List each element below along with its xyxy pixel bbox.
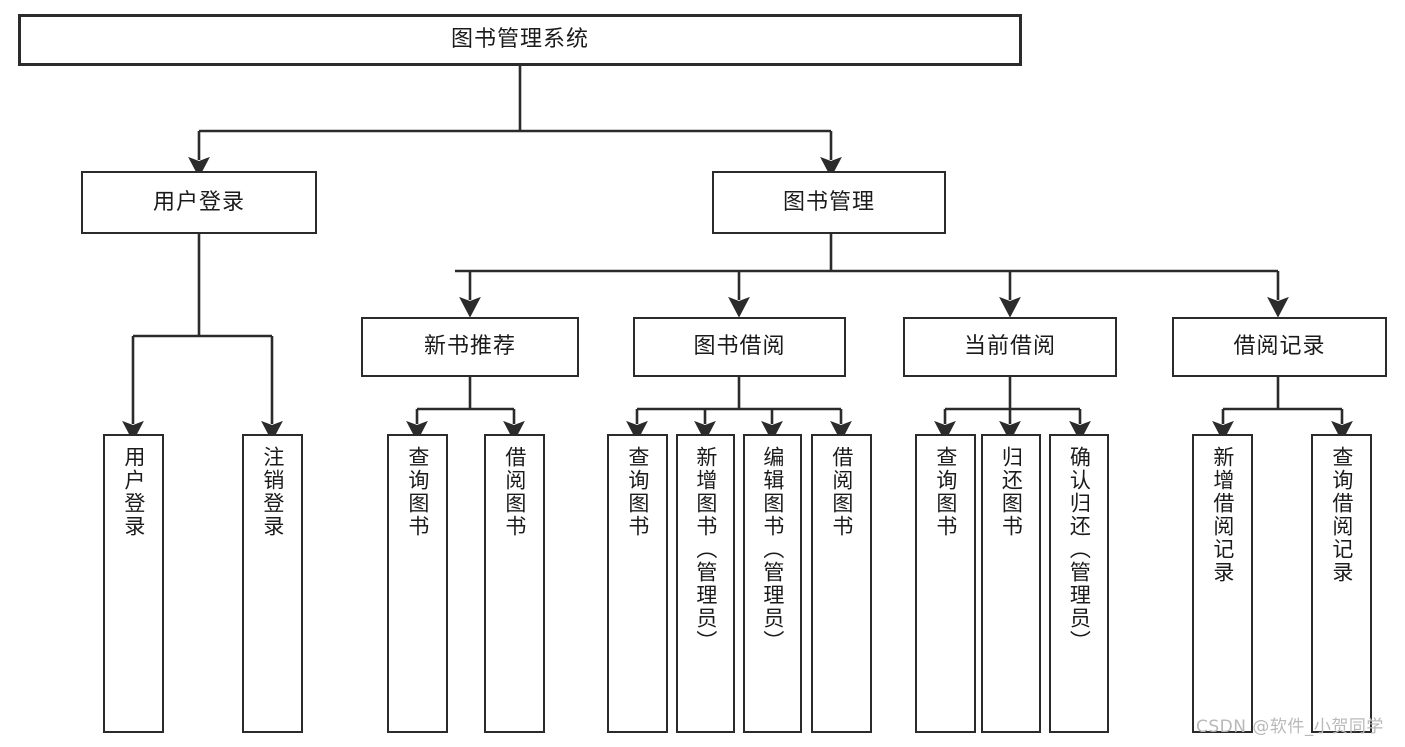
node-label: 注销登录 xyxy=(260,446,285,538)
node-label: 确认归还（管理员） xyxy=(1067,446,1092,653)
node-label: 查询借阅记录 xyxy=(1329,446,1354,584)
leaf-query-borrow-record[interactable]: 查询借阅记录 xyxy=(1311,434,1372,733)
leaf-add-borrow-record[interactable]: 新增借阅记录 xyxy=(1192,434,1253,733)
node-user-login[interactable]: 用户登录 xyxy=(81,171,317,234)
leaf-query-book-borrow[interactable]: 查询图书 xyxy=(607,434,668,733)
node-label: 查询图书 xyxy=(405,446,430,538)
node-book-management[interactable]: 图书管理 xyxy=(712,171,946,234)
node-label: 查询图书 xyxy=(625,446,650,538)
node-current-borrow[interactable]: 当前借阅 xyxy=(903,317,1117,377)
leaf-add-book-admin[interactable]: 新增图书（管理员） xyxy=(676,434,735,733)
node-label: 归还图书 xyxy=(999,446,1024,538)
leaf-logout[interactable]: 注销登录 xyxy=(242,434,303,733)
leaf-user-login[interactable]: 用户登录 xyxy=(103,434,164,733)
leaf-query-book-recommend[interactable]: 查询图书 xyxy=(387,434,448,733)
node-label: 图书借阅 xyxy=(693,334,786,360)
node-book-borrow[interactable]: 图书借阅 xyxy=(633,317,846,377)
node-label: 编辑图书（管理员） xyxy=(760,446,785,653)
node-root-library-system[interactable]: 图书管理系统 xyxy=(18,14,1022,66)
leaf-query-book-current[interactable]: 查询图书 xyxy=(915,434,976,733)
node-label: 新增借阅记录 xyxy=(1210,446,1235,584)
node-label: 借阅记录 xyxy=(1233,334,1326,360)
node-label: 新增图书（管理员） xyxy=(693,446,718,653)
leaf-borrow-book[interactable]: 借阅图书 xyxy=(811,434,872,733)
watermark-text: CSDN @软件_小贺同学 xyxy=(1196,717,1384,737)
leaf-return-book[interactable]: 归还图书 xyxy=(981,434,1041,733)
node-label: 图书管理系统 xyxy=(450,27,589,53)
node-label: 借阅图书 xyxy=(502,446,527,538)
node-new-book-recommend[interactable]: 新书推荐 xyxy=(361,317,579,377)
node-borrow-record[interactable]: 借阅记录 xyxy=(1172,317,1387,377)
node-label: 当前借阅 xyxy=(963,334,1056,360)
node-label: 查询图书 xyxy=(933,446,958,538)
leaf-edit-book-admin[interactable]: 编辑图书（管理员） xyxy=(743,434,802,733)
node-label: 新书推荐 xyxy=(423,334,516,360)
leaf-confirm-return-admin[interactable]: 确认归还（管理员） xyxy=(1049,434,1109,733)
node-label: 用户登录 xyxy=(121,446,146,538)
node-label: 图书管理 xyxy=(782,189,875,215)
node-label: 用户登录 xyxy=(152,189,245,215)
node-label: 借阅图书 xyxy=(829,446,854,538)
leaf-borrow-book-recommend[interactable]: 借阅图书 xyxy=(484,434,545,733)
